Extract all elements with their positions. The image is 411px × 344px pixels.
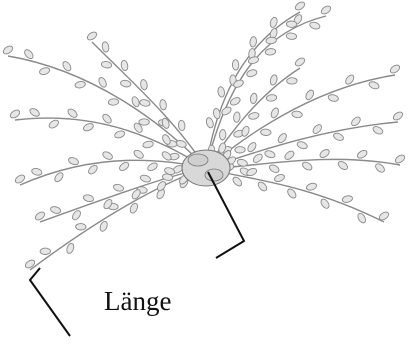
plant-leaf [40,248,50,255]
plant-leaf [235,147,245,154]
plant-leaf [76,223,87,230]
plant-leaf [287,78,298,85]
plant-leaf [219,129,226,140]
plant-leaf [286,21,297,28]
plant-leaf [232,60,239,71]
plant-leaf [260,129,271,136]
center-cluster [182,150,230,186]
length-label: Länge [104,288,171,315]
plant-leaf [139,119,149,125]
